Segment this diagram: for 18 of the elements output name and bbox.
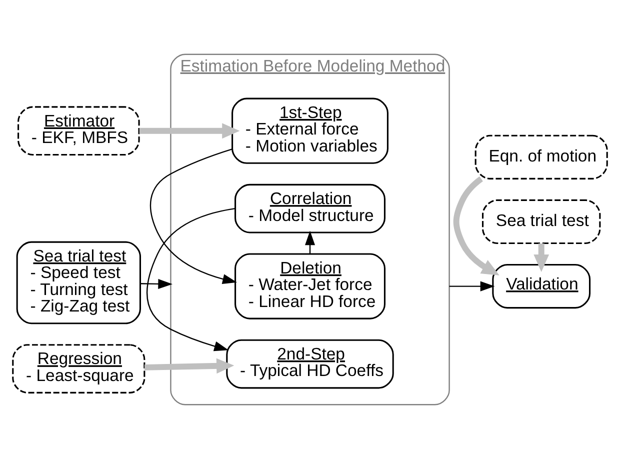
arrow (139, 123, 240, 139)
arrow (534, 244, 550, 272)
arrow (140, 278, 173, 289)
node-box: Estimator - EKF, MBFS (18, 106, 140, 156)
arrow (150, 148, 237, 284)
arrow (453, 176, 500, 276)
arrow (449, 281, 495, 292)
node-box: Deletion - Water-Jet force - Linear HD force (234, 253, 386, 320)
node-box: 1st-Step - External force - Motion variables (232, 98, 388, 164)
node-box: Sea trial test - Speed test - Turning test - Zig-Zag test (16, 241, 141, 324)
node-box: Validation (492, 264, 591, 309)
node-box: Eqn. of motion (474, 134, 608, 180)
node-box: Regression - Least-square (12, 344, 146, 394)
node-box: 2nd-Step - Typical HD Coeffs (226, 339, 394, 389)
arrow (146, 208, 236, 352)
node-box: Sea trial test (482, 199, 601, 244)
node-box: Correlation - Model structure (234, 184, 386, 234)
arrow (144, 358, 234, 374)
